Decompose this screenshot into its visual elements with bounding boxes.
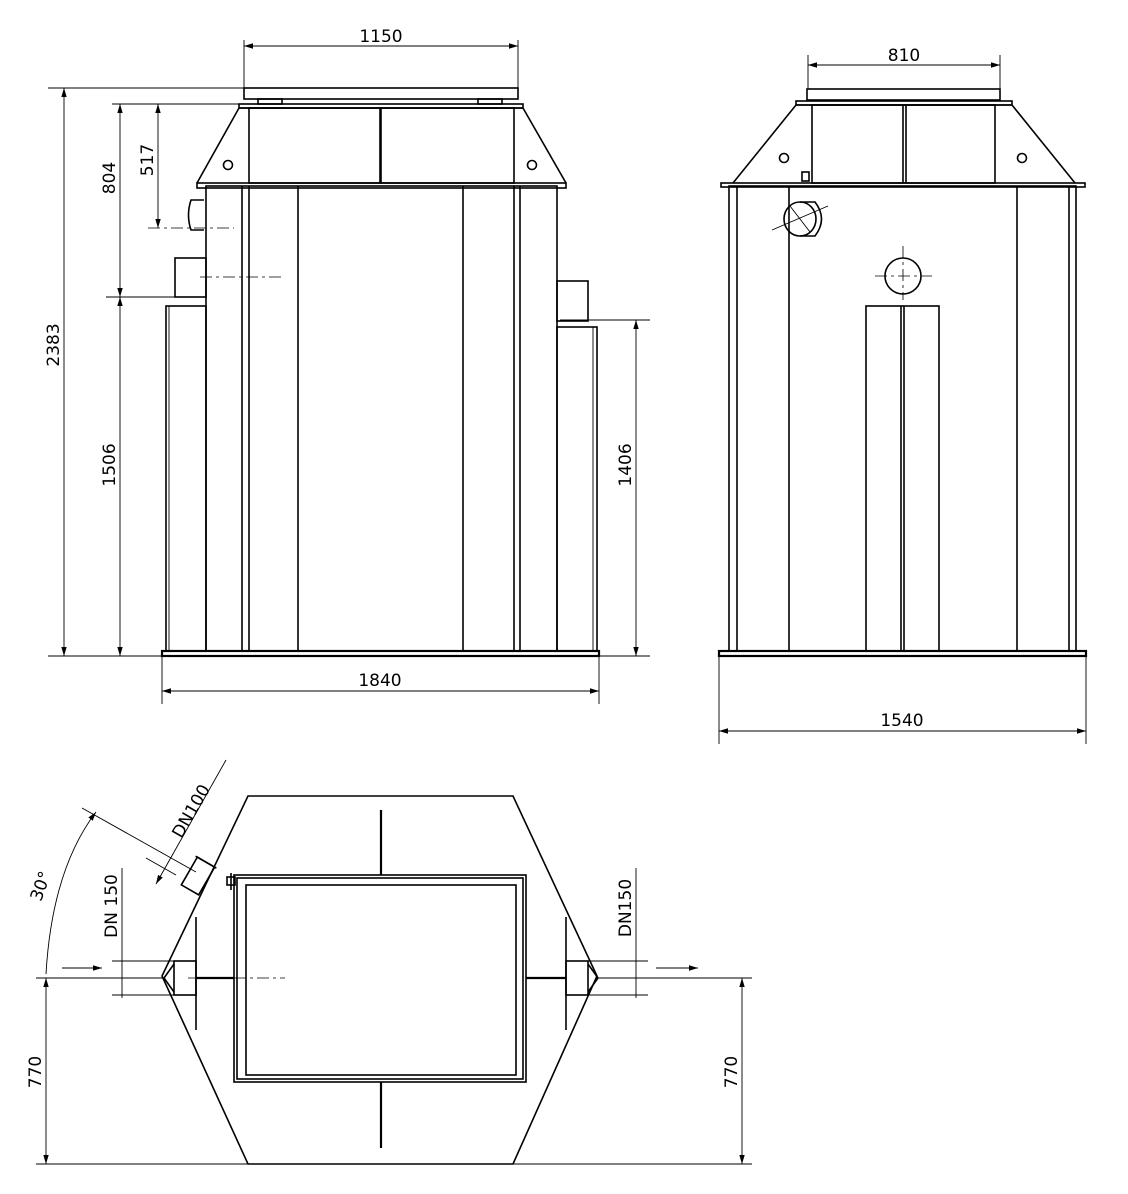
label-dn150-right: DN150: [616, 879, 636, 937]
front-bolt-hole-left: [222, 159, 234, 171]
side-lid: [806, 88, 1001, 101]
plan-hexagon: [161, 795, 598, 1165]
dim-front-height-total: 2383: [44, 323, 64, 366]
dim-front-height-1506: 1506: [100, 443, 120, 486]
dim-plan-770-right: 770: [722, 1056, 742, 1088]
label-dn150-left: DN 150: [102, 874, 122, 938]
side-bolt-hole-right: [1016, 152, 1028, 164]
plan-central-block: [233, 874, 527, 1083]
side-center-column: [865, 305, 940, 652]
front-lid: [243, 87, 519, 100]
side-bolt-hole-left: [778, 152, 790, 164]
front-view: 1150 2383 804 517 1506 1406 1840: [44, 27, 650, 704]
plan-port-right: [565, 960, 589, 996]
dim-front-width-top: 1150: [359, 27, 402, 47]
front-pipe-inlet-left: [174, 257, 207, 298]
side-hood: [732, 104, 1076, 184]
front-pipe-outlet-right: [556, 280, 589, 322]
front-main-body: [205, 185, 558, 652]
front-bolt-hole-right: [526, 159, 538, 171]
dim-side-width-top: 810: [888, 46, 920, 66]
dim-front-height-517: 517: [138, 144, 158, 176]
side-main-body: [728, 185, 1077, 652]
front-pipe-upper: [187, 199, 204, 231]
side-view: 810 1540: [717, 46, 1088, 744]
plan-view: DN100 30° DN 150 DN150 770 770: [26, 759, 752, 1165]
front-left-column: [165, 305, 207, 652]
dim-front-height-1406: 1406: [616, 443, 636, 486]
label-angle-30: 30°: [27, 869, 56, 904]
dim-plan-770-left: 770: [26, 1056, 46, 1088]
dim-side-width-base: 1540: [880, 711, 923, 731]
dim-front-height-804: 804: [100, 162, 120, 194]
front-right-column: [556, 326, 598, 652]
plan-pipe-dn100: [180, 855, 217, 896]
label-dn100: DN100: [168, 781, 214, 841]
dim-front-width-base: 1840: [358, 671, 401, 691]
